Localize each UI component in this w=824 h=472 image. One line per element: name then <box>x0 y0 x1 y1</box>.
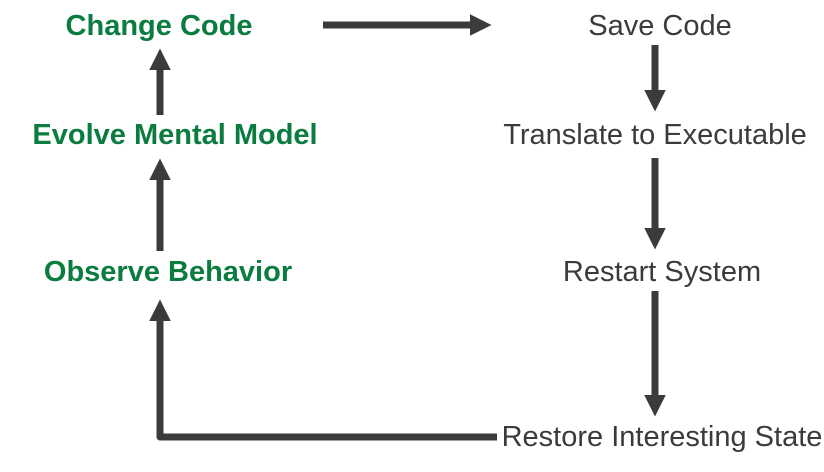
node-translate-to-executable: Translate to Executable <box>503 119 807 152</box>
node-observe-behavior: Observe Behavior <box>43 256 293 289</box>
arrow-restore-to-observe <box>149 299 497 441</box>
node-restart-system: Restart System <box>562 256 762 289</box>
node-restore-interesting-state: Restore Interesting State <box>501 421 823 454</box>
node-change-code: Change Code <box>65 10 253 43</box>
node-save-code: Save Code <box>588 10 732 43</box>
node-evolve-mental-model: Evolve Mental Model <box>32 119 318 152</box>
